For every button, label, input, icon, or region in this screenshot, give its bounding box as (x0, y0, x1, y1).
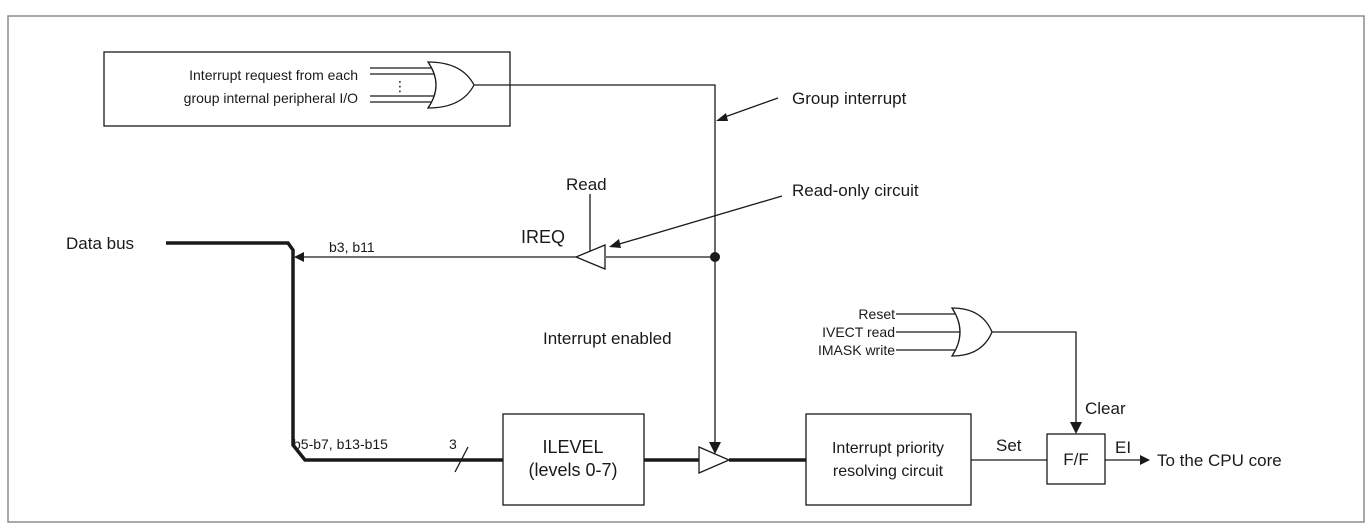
priority-resolver-line2: resolving circuit (833, 463, 944, 480)
read-only-callout-arrowhead (609, 239, 621, 248)
read-label: Read (566, 175, 607, 194)
cpu-core-label: To the CPU core (1157, 451, 1282, 470)
group-interrupt-callout-arrowhead (716, 113, 728, 121)
clear-label: Clear (1085, 399, 1126, 418)
ireq-label: IREQ (521, 227, 565, 247)
data-bus-label: Data bus (66, 234, 134, 253)
priority-resolver-line1: Interrupt priority (832, 440, 944, 457)
group-interrupt-label: Group interrupt (792, 89, 907, 108)
priority-resolver (805, 413, 972, 506)
ireq-bits-label: b3, b11 (329, 239, 375, 255)
group-interrupt-wire (474, 84, 716, 445)
or-gate-inputs-top (370, 67, 436, 103)
irq-source-label-line1: Interrupt request from each (189, 67, 358, 83)
or-gate-ellipsis: ⋮ (393, 78, 407, 94)
clear-arrowhead (1070, 422, 1082, 434)
flip-flop-label: F/F (1063, 450, 1089, 469)
ilevel-register (502, 413, 645, 506)
ei-output-arrowhead (1140, 455, 1150, 465)
set-label: Set (996, 436, 1022, 455)
flip-flop (1046, 433, 1106, 485)
diagram-frame (7, 15, 1365, 523)
ilevel-bits-label: b5-b7, b13-b15 (293, 436, 388, 452)
or-gate-clear (950, 307, 993, 357)
clear-wire (992, 331, 1077, 424)
bus-width-label: 3 (449, 436, 457, 452)
ivect-read-label: IVECT read (822, 324, 895, 340)
irq-source-label-line2: group internal peripheral I/O (184, 90, 358, 106)
bus-width-slash (454, 446, 469, 473)
imask-write-label: IMASK write (818, 342, 895, 358)
or-gate-inputs-reset (896, 313, 962, 351)
reset-label: Reset (858, 306, 895, 322)
interrupt-enable-buffer (698, 446, 731, 474)
ireq-to-bus-arrowhead (294, 252, 304, 262)
irq-source-box (103, 51, 511, 127)
ilevel-title: ILEVEL (542, 437, 603, 457)
ilevel-levels: (levels 0-7) (528, 460, 617, 480)
interrupt-enabled-label: Interrupt enabled (543, 329, 672, 348)
read-only-circuit-label: Read-only circuit (792, 181, 919, 200)
ei-label: EI (1115, 438, 1131, 457)
or-gate-peripheral (426, 61, 475, 109)
interrupt-enabled-arrowhead (709, 442, 721, 454)
data-bus-line (166, 241, 503, 462)
